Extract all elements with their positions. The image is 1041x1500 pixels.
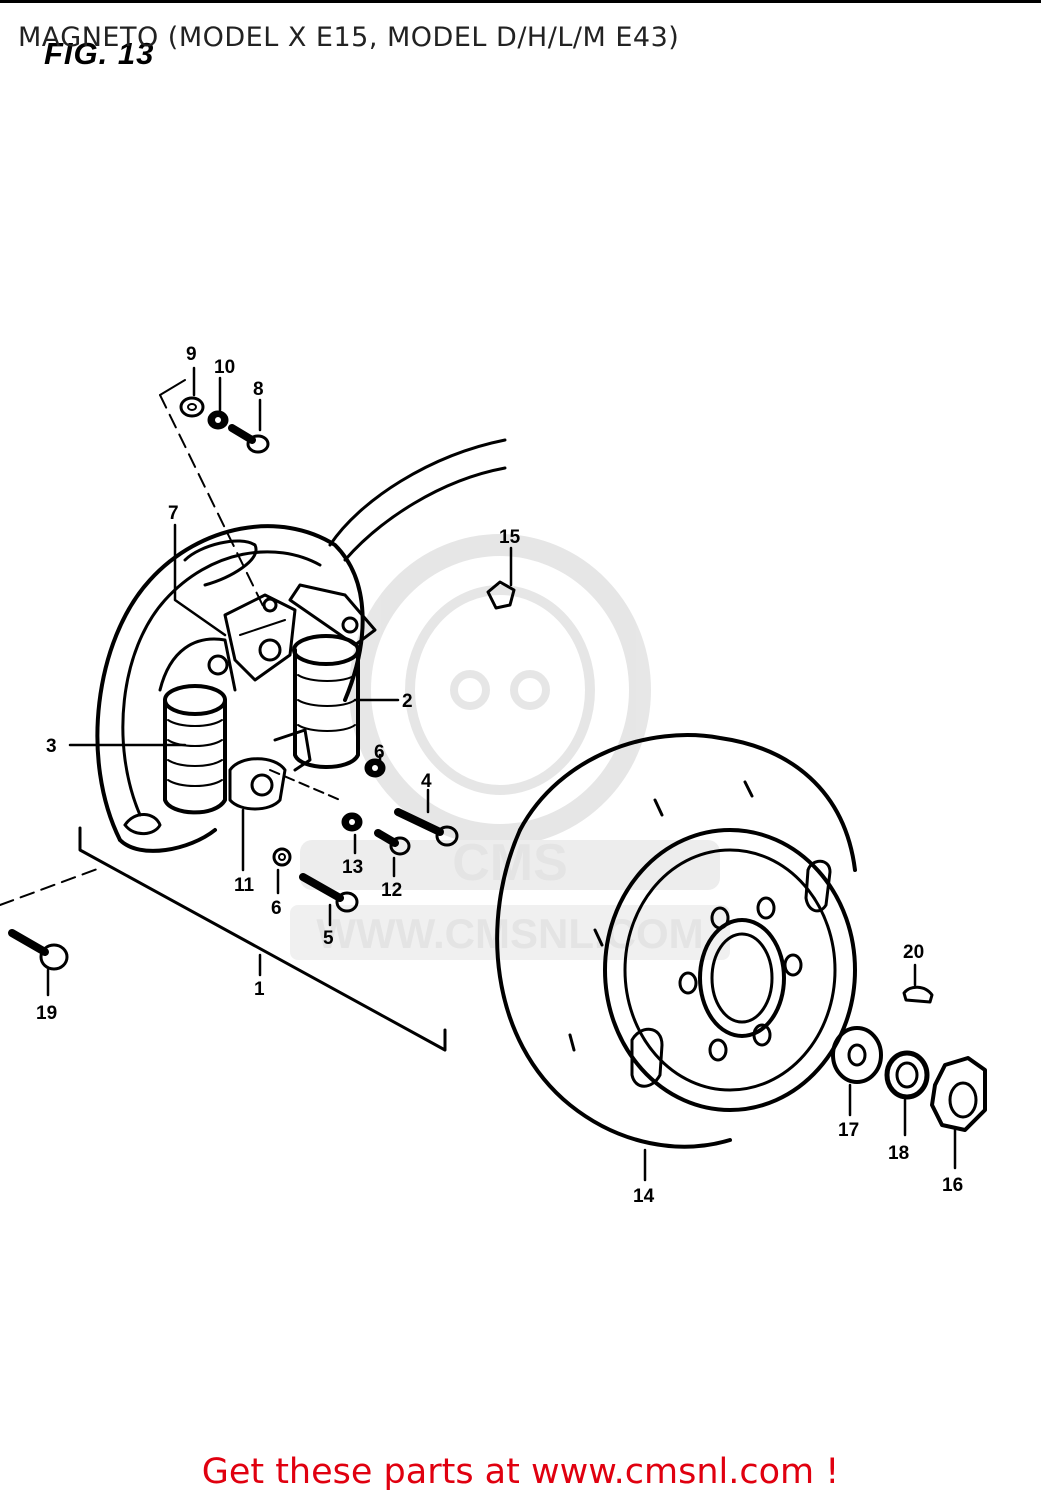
callout-4: 4 bbox=[421, 771, 432, 792]
screw-4 bbox=[394, 808, 459, 847]
page-title: MAGNETO (MODEL X E15, MODEL D/H/L/M E43) bbox=[18, 22, 680, 53]
callout-19: 19 bbox=[36, 1003, 57, 1024]
condenser bbox=[228, 728, 312, 811]
callout-7: 7 bbox=[168, 503, 179, 524]
callout-10: 10 bbox=[214, 357, 235, 378]
coil-left bbox=[158, 637, 237, 815]
callout-18: 18 bbox=[888, 1143, 909, 1164]
washer-10 bbox=[207, 410, 229, 430]
screw-12 bbox=[374, 829, 411, 856]
coil-right bbox=[288, 583, 377, 769]
stator-base-plate bbox=[95, 524, 365, 853]
callout-14: 14 bbox=[633, 1186, 655, 1207]
callout-17: 17 bbox=[838, 1120, 859, 1141]
figure-label: FIG. 13 bbox=[44, 36, 155, 71]
callout-11: 11 bbox=[234, 875, 255, 896]
alignment-line bbox=[159, 394, 266, 611]
leader-lines bbox=[46, 366, 957, 1182]
callout-5: 5 bbox=[323, 928, 334, 949]
callout-3: 3 bbox=[46, 736, 57, 757]
lock-washer-18 bbox=[884, 1050, 930, 1100]
callout-12: 12 bbox=[381, 880, 402, 901]
callout-8: 8 bbox=[253, 379, 264, 400]
washer-6-upper bbox=[364, 758, 386, 778]
callout-15: 15 bbox=[499, 527, 521, 548]
top-rule bbox=[0, 0, 1041, 3]
watermark-url: WWW.CMSNL.COM bbox=[316, 910, 703, 957]
contact-breaker bbox=[223, 593, 297, 682]
callout-9: 9 bbox=[186, 344, 197, 365]
nut-16 bbox=[930, 1056, 987, 1132]
washer-9 bbox=[179, 396, 205, 418]
screw-19 bbox=[8, 929, 69, 971]
callout-numbers: 9 10 8 7 15 2 3 6 4 13 11 12 6 5 1 19 20… bbox=[36, 344, 963, 1207]
callout-13: 13 bbox=[342, 857, 363, 878]
footer-cta-link[interactable]: Get these parts at www.cmsnl.com ! bbox=[201, 1452, 840, 1492]
assembly-bracket bbox=[78, 826, 447, 1052]
callout-1: 1 bbox=[254, 979, 265, 1000]
callout-6-lower: 6 bbox=[271, 898, 282, 919]
washer-6-lower bbox=[272, 847, 292, 867]
screw-5 bbox=[299, 873, 359, 913]
callout-2: 2 bbox=[402, 691, 413, 712]
flywheel-rotor bbox=[495, 733, 857, 1149]
footer-cta: Get these parts at www.cmsnl.com ! bbox=[0, 1452, 1041, 1492]
key-20 bbox=[902, 985, 934, 1004]
washer-17 bbox=[831, 1026, 883, 1084]
washer-13 bbox=[341, 812, 363, 832]
callout-20: 20 bbox=[903, 942, 924, 963]
crankcase-outline bbox=[328, 438, 507, 547]
clip-15 bbox=[486, 580, 516, 610]
alignment-line bbox=[0, 867, 101, 906]
callout-16: 16 bbox=[942, 1175, 963, 1196]
screw-8 bbox=[228, 424, 270, 454]
callout-6-upper: 6 bbox=[374, 742, 385, 763]
